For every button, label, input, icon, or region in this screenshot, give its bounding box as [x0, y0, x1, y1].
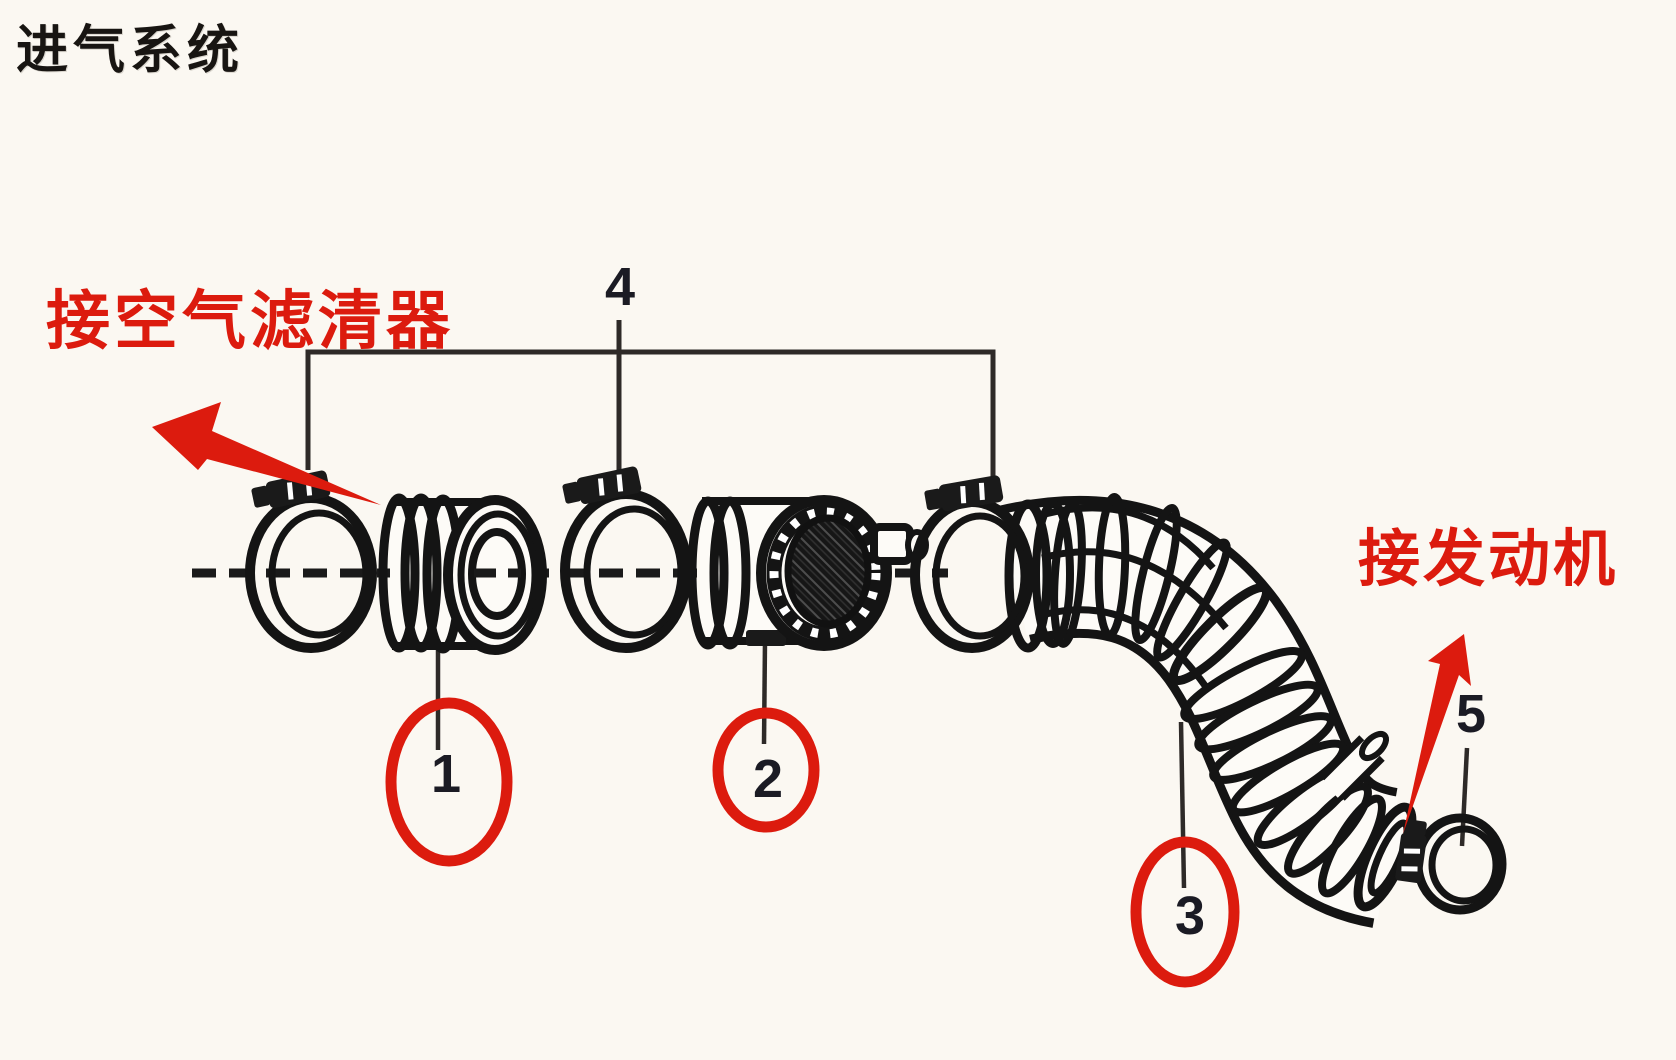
leader-lines	[435, 639, 1470, 889]
hose-fill	[999, 504, 1400, 920]
hose-cage-ring-4	[1153, 538, 1231, 662]
clamp-b-screw-housing	[576, 466, 642, 505]
clamp-a-screw-slot1	[286, 482, 294, 500]
part3-intake-hose	[998, 493, 1417, 928]
clamp-5-screw-bolt	[1403, 819, 1427, 837]
callout-number-1: 1	[430, 744, 462, 804]
part2-ridge-1	[687, 496, 729, 650]
clamp-b-screw-bolt	[562, 481, 582, 504]
part2-slot-ring-slots	[769, 507, 881, 639]
hose-cage-ring-1	[1050, 500, 1086, 648]
clamp-a-screw-bolt	[251, 485, 271, 508]
red-arrows	[152, 402, 1471, 834]
bracket-line	[305, 349, 996, 477]
hose-cage-strap-low	[1045, 606, 1209, 690]
arrow-to-engine	[1403, 634, 1471, 834]
clamp-b-inner-ring	[583, 505, 685, 639]
clamp-c-inner-ring	[932, 512, 1028, 640]
part1-corrugated-connector	[378, 493, 547, 655]
clamp-5-screw	[1395, 819, 1427, 884]
clamp-b-screw	[562, 466, 642, 505]
hose-cage-ring-2	[1094, 493, 1130, 639]
part2-sensor-housing	[687, 495, 929, 651]
hose-collar-ring	[1169, 583, 1271, 685]
part2-sensor-plug	[870, 523, 914, 565]
clamp-5-inner-ring	[1428, 825, 1500, 905]
part5-clamp	[1395, 813, 1507, 915]
part2-ridge-2	[709, 496, 751, 650]
clamp-c-screw-housing	[938, 475, 1004, 512]
clamp-b-screw-slot1	[597, 478, 605, 496]
clamp-a-inner-ring	[268, 509, 370, 639]
circle-callout-2	[712, 707, 820, 833]
red-callout-circles	[385, 697, 1240, 988]
clamp-c-screw-slot2	[978, 482, 985, 501]
part1-ridge-1	[378, 493, 420, 653]
clamp-c-screw-bolt	[924, 488, 943, 511]
hose-neck-ring-1	[1004, 499, 1052, 653]
circle-callout-3	[1130, 836, 1240, 988]
part2-mount-tab	[746, 630, 786, 646]
clamp-c-screw	[924, 475, 1004, 512]
arrow-to-air-filter	[152, 402, 381, 505]
part4-clamp-a	[245, 470, 377, 653]
part1-bore	[468, 528, 526, 620]
leader-3	[1178, 721, 1187, 889]
part2-mesh-screen	[784, 514, 872, 628]
clamp-c-screw-slot1	[960, 486, 967, 504]
part4-clamp-c	[910, 475, 1034, 653]
callout-number-3: 3	[1174, 886, 1206, 946]
circle-callout-1	[385, 697, 513, 867]
part1-end-lip	[457, 510, 539, 640]
leader-2	[761, 639, 768, 745]
callout-4-bracket	[305, 320, 996, 477]
hose-neck-ring-2	[1032, 500, 1074, 648]
callout-number-4: 4	[604, 257, 636, 317]
clamp-5-screw-slot2	[1401, 866, 1418, 872]
hose-nipple-tip	[1358, 730, 1390, 762]
page-title: 进气系统	[16, 20, 245, 81]
label-to-engine: 接发动机	[1358, 522, 1619, 595]
part1-ridge-2	[400, 493, 442, 653]
hose-cage-ring-3	[1131, 503, 1181, 645]
part4-clamp-b	[560, 466, 692, 653]
callout-number-2: 2	[752, 749, 784, 809]
clamp-b-screw-slot2	[616, 474, 624, 492]
clamp-5-screw-slot1	[1403, 848, 1421, 854]
callout-number-5: 5	[1455, 684, 1487, 744]
label-to-air-filter: 接空气滤清器	[46, 285, 454, 359]
